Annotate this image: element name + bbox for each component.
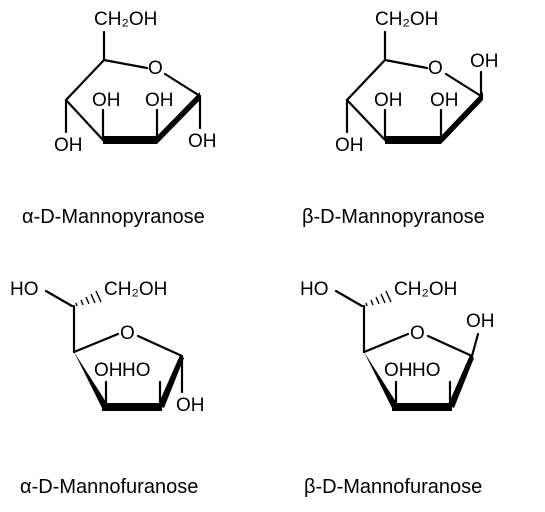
alpha-pyr-ch2oh-label: CH₂OH: [94, 9, 157, 30]
beta-fur-c1-oh-label: OH: [466, 311, 495, 332]
alpha-pyr-ring-oxygen: O: [148, 58, 163, 79]
beta-fur-ho-label: HO: [300, 279, 329, 300]
alpha-fur-c3-oh-label: OH: [94, 360, 123, 381]
beta-pyr-ch2oh-label: CH₂OH: [375, 9, 438, 30]
alpha-fur-ch2oh-label: CH₂OH: [104, 279, 167, 300]
beta-mannopyranose-structure: CH₂OH O OH OH OH OH β-D-Mannopyranose: [302, 9, 499, 228]
beta-pyr-c3-c2-bold-bond: [385, 136, 441, 144]
beta-pyr-ring-oxygen: O: [428, 58, 443, 79]
alpha-pyr-c2-c1-bold-bond: [157, 92, 200, 144]
beta-fur-ch2oh-label: CH₂OH: [394, 279, 457, 300]
beta-fur-c2-oh-label: HO: [412, 360, 441, 381]
beta-fur-c3-oh-label: OH: [384, 360, 413, 381]
beta-pyr-c5-c4-bond: [345, 58, 387, 102]
alpha-fur-c3-c2-bold-bond: [102, 403, 162, 411]
alpha-mannopyranose-structure: CH₂OH O OH OH OH OH α-D-Mannopyranose: [22, 9, 217, 228]
beta-fur-c3-c2-bold-bond: [392, 403, 452, 411]
alpha-fur-c1-oh-label: OH: [176, 395, 205, 416]
alpha-fur-o-c1-bond: [136, 334, 184, 358]
alpha-pyr-c4-oh-label: OH: [54, 135, 83, 156]
alpha-mannofuranose-name: α-D-Mannofuranose: [20, 476, 198, 498]
alpha-fur-c2-c1-bold-bond: [158, 355, 184, 408]
beta-pyr-c1-oh-label: OH: [470, 51, 499, 72]
alpha-pyr-c2-oh-label: OH: [145, 90, 174, 111]
alpha-fur-ho-c5-bond: [44, 289, 74, 308]
beta-pyr-c2-c1-bold-bond: [441, 92, 483, 144]
alpha-fur-c2-oh-label: HO: [122, 360, 151, 381]
beta-mannopyranose-name: β-D-Mannopyranose: [302, 206, 485, 228]
beta-mannofuranose-name: β-D-Mannofuranose: [304, 476, 482, 498]
alpha-pyr-c3-oh-label: OH: [92, 90, 121, 111]
beta-mannofuranose-structure: HO CH₂OH O OH HO OH β-D-Mannofuranose: [300, 279, 495, 498]
alpha-pyr-c3-c2-bold-bond: [103, 136, 157, 144]
beta-fur-c1-oh-bond: [470, 332, 480, 358]
alpha-mannofuranose-structure: HO CH₂OH O OH HO OH α-D-Mannofuranose: [10, 279, 205, 498]
alpha-fur-c4-o-bond: [72, 332, 120, 354]
alpha-pyr-c5-c4-bond: [64, 58, 106, 102]
alpha-fur-c4-c3-bold-bond: [74, 352, 108, 408]
alpha-pyr-c4-c3-bond: [64, 98, 105, 142]
beta-pyr-c3-oh-label: OH: [374, 90, 403, 111]
beta-pyr-o-c1-bond: [444, 72, 483, 98]
beta-pyr-c2-oh-label: OH: [430, 90, 459, 111]
beta-fur-o-c1-bond: [426, 334, 474, 358]
beta-pyr-c4-c3-bond: [345, 98, 387, 142]
alpha-pyr-c1-oh-label: OH: [188, 131, 217, 152]
beta-fur-hashed-wedge: [365, 290, 392, 307]
beta-fur-c4-c3-bold-bond: [364, 352, 398, 408]
beta-pyr-c5-o-bond: [383, 58, 429, 70]
alpha-pyr-c5-o-bond: [102, 58, 149, 70]
beta-fur-c4-o-bond: [362, 332, 410, 354]
alpha-fur-ho-label: HO: [10, 279, 39, 300]
alpha-fur-hashed-wedge: [75, 290, 102, 307]
alpha-pyr-o-c1-bond: [163, 72, 202, 98]
alpha-fur-ring-oxygen: O: [120, 323, 135, 344]
beta-fur-ring-oxygen: O: [410, 323, 425, 344]
beta-fur-ho-c5-bond: [334, 289, 364, 308]
beta-pyr-c4-oh-label: OH: [335, 135, 364, 156]
beta-fur-c2-c1-bold-bond: [448, 355, 474, 408]
alpha-mannopyranose-name: α-D-Mannopyranose: [22, 206, 205, 228]
